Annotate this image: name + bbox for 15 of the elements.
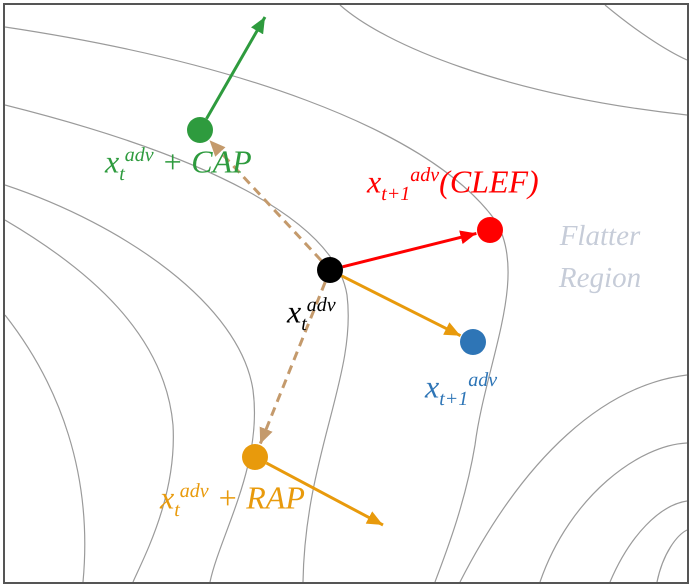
point-label: x$_{t}$$^{adv}$ + RAP [160, 481, 305, 520]
arrow [340, 274, 462, 338]
point-dot [317, 257, 343, 283]
point-label: x$_{t}$$^{adv}$ + CAP [105, 145, 252, 184]
region-label: Flatter Region [558, 219, 642, 296]
point-label: x$_{t+1}$$^{adv}$(CLEF) [367, 165, 539, 204]
arrow [342, 230, 477, 268]
point-dot [477, 217, 503, 243]
arrow [205, 16, 266, 120]
point-dot [187, 117, 213, 143]
arrow [208, 139, 322, 262]
point-dot [242, 444, 268, 470]
arrow [258, 282, 327, 445]
point-dot [460, 329, 486, 355]
arrow [266, 462, 384, 526]
